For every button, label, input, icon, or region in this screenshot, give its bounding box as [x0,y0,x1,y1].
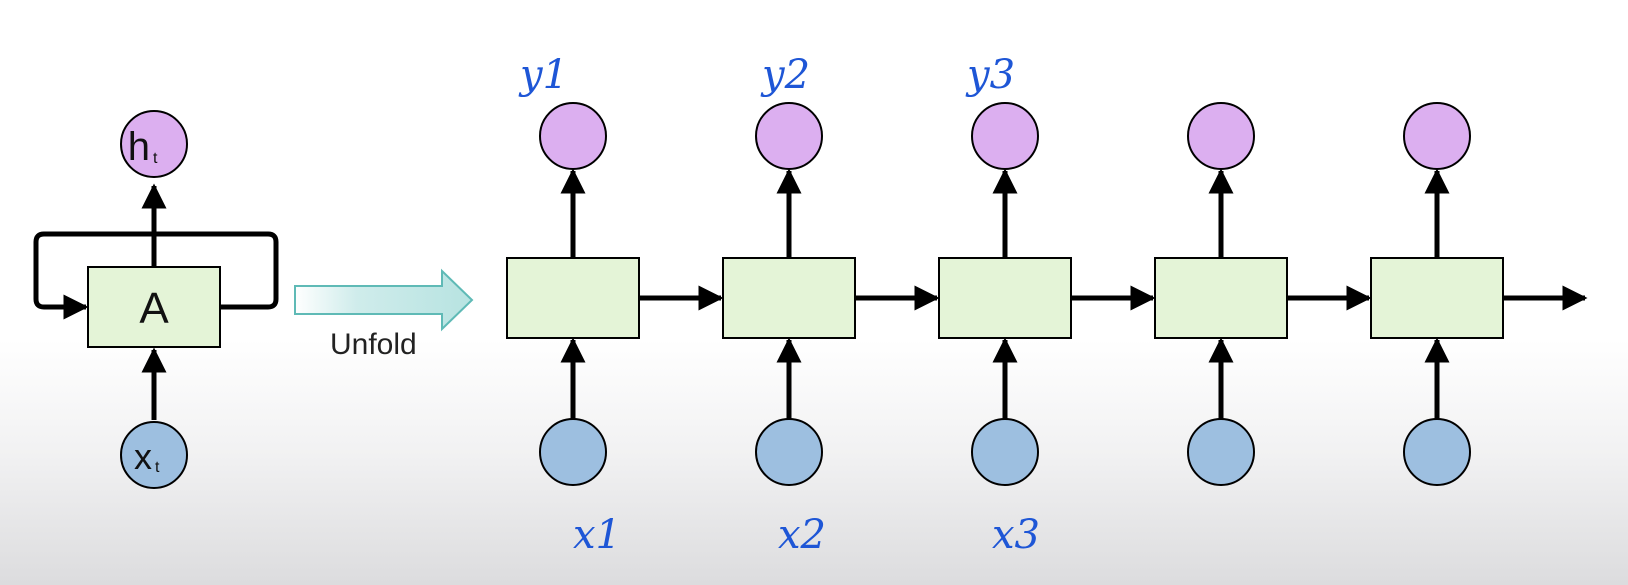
unrolled-cell-4 [1154,257,1288,339]
input-sub: t [155,459,160,476]
output-node-4 [1187,102,1255,170]
input-node-2 [755,418,823,486]
input-annotations: x1 x2 x3 [573,512,1040,558]
annotation-y1: y1 [518,52,568,98]
unrolled-cell-3 [938,257,1072,339]
output-node-1 [539,102,607,170]
unfold-arrow [294,268,474,332]
input-node-1 [539,418,607,486]
rnn-cell-label: A [139,284,169,333]
input-node-5 [1403,418,1471,486]
output-node-5 [1403,102,1471,170]
unfold-label: Unfold [330,328,417,361]
input-node-3 [971,418,1039,486]
output-sub: t [153,150,158,167]
unrolled-rnn [506,102,1588,486]
output-node-3 [971,102,1039,170]
unrolled-cell-2 [722,257,856,339]
folded-input-node: x t [120,421,188,489]
annotation-x3: x3 [992,512,1040,558]
input-main: x [134,436,152,477]
rnn-cell-box [87,266,221,348]
folded-rnn: A h t x t [33,110,279,489]
annotation-x1: x1 [573,512,621,558]
unrolled-cell-5 [1370,257,1504,339]
annotation-y2: y2 [760,52,810,98]
output-node-2 [755,102,823,170]
annotation-y3: y3 [965,52,1015,98]
output-main: h [128,125,150,169]
folded-output-node: h t [120,110,188,178]
unrolled-cell-1 [506,257,640,339]
annotation-x2: x2 [778,512,826,558]
input-node-4 [1187,418,1255,486]
output-annotations: y1 y2 y3 [518,52,1015,98]
